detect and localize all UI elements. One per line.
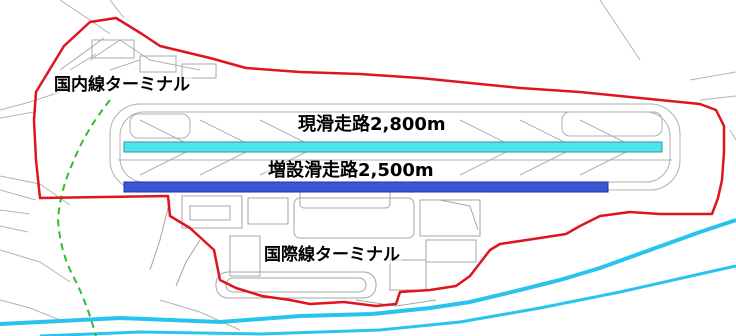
new-runway-label: 増設滑走路2,500m <box>266 160 436 181</box>
rail-line-dashed <box>56 99 111 336</box>
international-terminal-label: 国際線ターミナル <box>262 245 402 265</box>
domestic-terminal-label: 国内線ターミナル <box>52 75 192 95</box>
terminal-area-blocks <box>149 183 481 307</box>
domestic-area-blocks <box>59 37 217 79</box>
water-channel-lower <box>39 264 736 336</box>
current-runway <box>123 141 663 153</box>
airport-boundary <box>32 16 726 308</box>
water-channel <box>0 218 736 326</box>
new-runway <box>123 181 609 193</box>
current-runway-label: 現滑走路2,800m <box>296 114 448 135</box>
